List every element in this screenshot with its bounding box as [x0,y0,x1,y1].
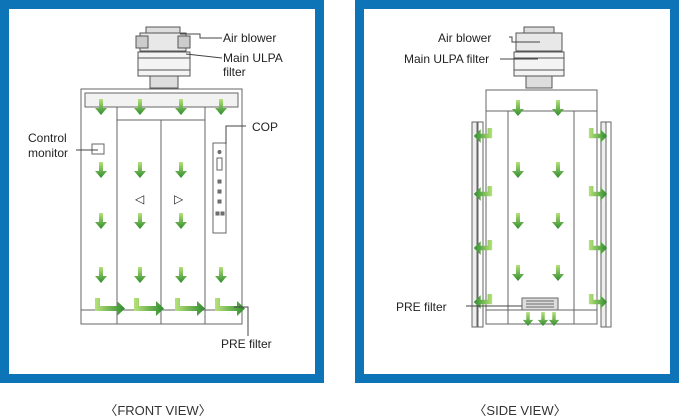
front-label-main-ulpa-2: filter [223,65,246,79]
front-view-caption: 〈FRONT VIEW〉 [104,403,212,418]
side-label-pre-filter: PRE filter [396,300,447,314]
front-door-close-symbol: ▷ [174,192,184,206]
front-door-open-symbol: ◁ [134,192,144,206]
side-cabin [471,89,612,328]
front-label-air-blower: Air blower [223,31,276,45]
side-leader-lines [466,36,540,307]
side-label-air-blower: Air blower [438,31,491,45]
side-label-main-ulpa: Main ULPA filter [404,52,489,66]
side-blower-unit [513,26,565,89]
front-cabin [80,88,243,325]
front-leader-lines [76,33,249,336]
front-label-control-1: Control [28,131,67,145]
front-label-control-2: monitor [28,146,68,160]
front-label-cop: COP [252,120,278,134]
side-view-caption: 〈SIDE VIEW〉 [473,403,567,418]
side-view-panel [355,0,679,383]
front-label-pre-filter: PRE filter [221,337,272,351]
front-blower-unit [135,26,191,89]
front-label-main-ulpa-1: Main ULPA [223,51,283,65]
